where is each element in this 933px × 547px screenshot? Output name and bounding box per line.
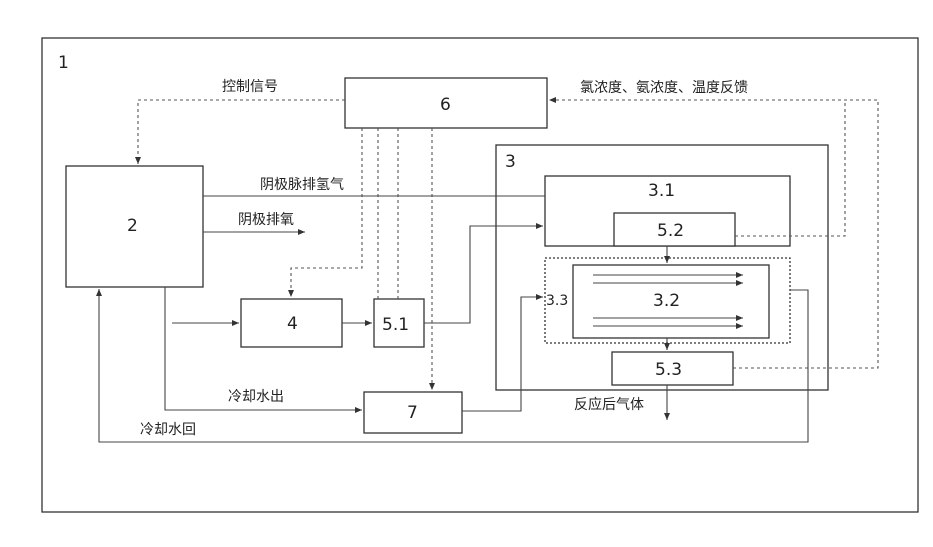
label-7: 7 xyxy=(407,403,418,423)
label-6: 6 xyxy=(440,95,451,115)
annotation-control-signal: 控制信号 xyxy=(222,79,278,95)
label-5-1: 5.1 xyxy=(382,315,409,335)
label-2: 2 xyxy=(127,216,138,236)
label-4: 4 xyxy=(287,314,298,334)
label-5-3: 5.3 xyxy=(655,360,682,380)
label-3-1: 3.1 xyxy=(648,181,675,201)
label-system-1: 1 xyxy=(58,53,69,73)
annotation-feedback: 氯浓度、氨浓度、温度反馈 xyxy=(580,80,748,96)
annotation-reacted-gas: 反应后气体 xyxy=(574,396,644,413)
label-3-3: 3.3 xyxy=(546,293,568,309)
label-3: 3 xyxy=(505,152,516,172)
annotation-cathode-exhaust: 阴极排氧 xyxy=(238,212,294,228)
annotation-cathode-pulse-purge: 阴极脉排氢气 xyxy=(260,177,344,193)
label-3-2: 3.2 xyxy=(653,291,680,311)
label-5-2: 5.2 xyxy=(657,221,684,241)
annotation-cooling-water-out: 冷却水出 xyxy=(228,389,284,405)
annotation-cooling-water-return: 冷却水回 xyxy=(140,422,196,438)
